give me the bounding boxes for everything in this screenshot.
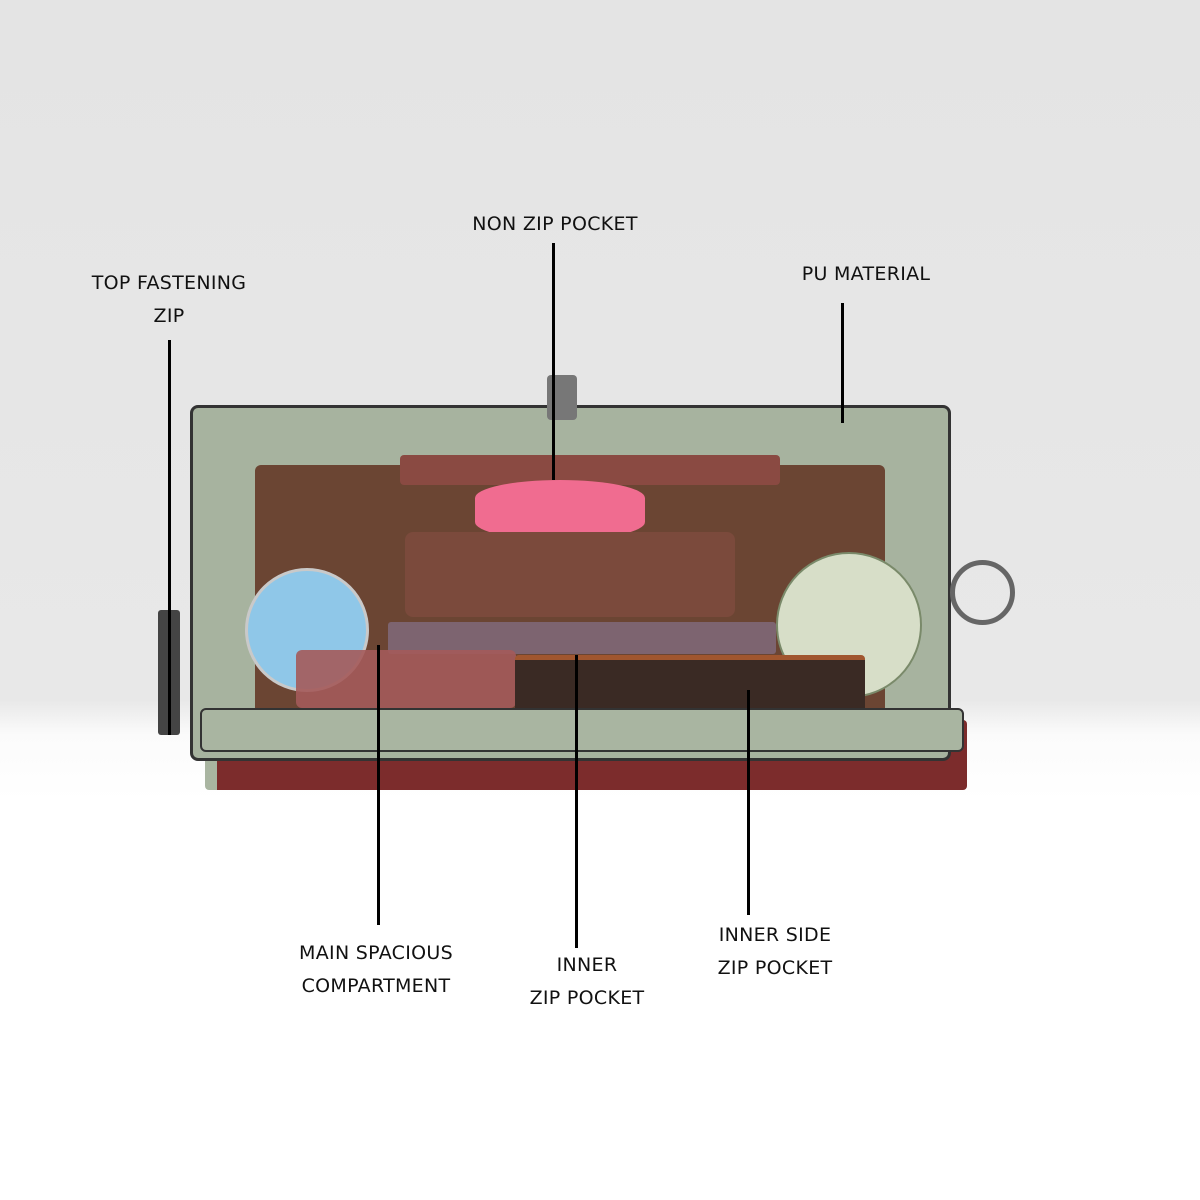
lip-gloss — [296, 650, 516, 708]
callout-text: COMPARTMENT — [301, 975, 451, 997]
callout-line-inner-side-zip-pocket — [747, 690, 750, 915]
callout-line-pu-material — [841, 303, 844, 423]
callout-text: ZIP POCKET — [529, 987, 645, 1009]
d-ring — [950, 560, 1015, 625]
pink-box — [475, 480, 645, 540]
callout-text: INNER — [556, 954, 618, 976]
callout-text: TOP FASTENING — [91, 272, 247, 294]
callout-line-inner-zip-pocket — [575, 655, 578, 948]
brown-wallet — [405, 532, 735, 617]
callout-text: MAIN SPACIOUS — [299, 942, 453, 964]
callout-main-compartment: MAIN SPACIOUS COMPARTMENT — [299, 937, 453, 1003]
callout-inner-side-zip-pocket: INNER SIDE ZIP POCKET — [718, 919, 833, 985]
callout-non-zip-pocket: NON ZIP POCKET — [472, 208, 638, 241]
inner-zip-pocket — [515, 655, 865, 715]
callout-line-main-compartment — [377, 645, 380, 925]
callout-pu-material: PU MATERIAL — [802, 258, 931, 291]
callout-line-non-zip-pocket — [552, 243, 555, 480]
callout-inner-zip-pocket: INNER ZIP POCKET — [530, 949, 645, 1015]
callout-top-zip: TOP FASTENING ZIP — [92, 267, 247, 333]
non-zip-pocket — [400, 455, 780, 485]
front-flap — [200, 708, 964, 752]
callout-text: ZIP POCKET — [717, 957, 833, 979]
callout-line-top-zip — [168, 340, 171, 735]
purple-card — [388, 622, 776, 654]
callout-text: ZIP — [153, 305, 185, 327]
callout-text: INNER SIDE — [718, 924, 832, 946]
callout-text: PU MATERIAL — [801, 263, 931, 285]
callout-text: NON ZIP POCKET — [472, 213, 638, 235]
